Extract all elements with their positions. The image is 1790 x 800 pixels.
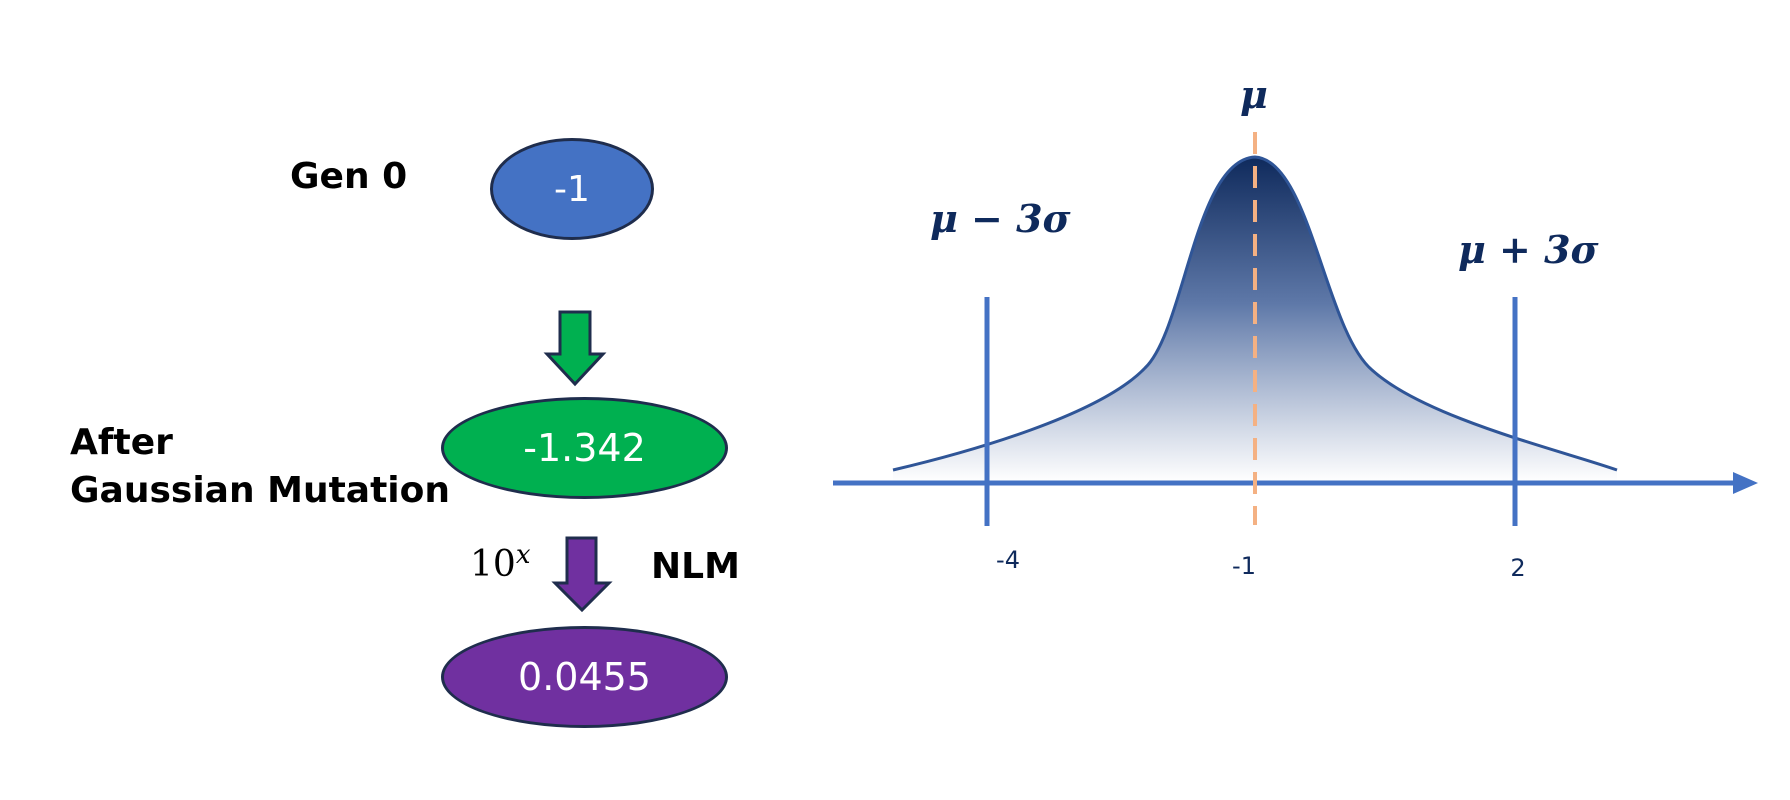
purple-down-arrow-icon bbox=[551, 536, 613, 613]
final-value-oval: 0.0455 bbox=[441, 626, 728, 728]
mu-minus-3sigma-label: μ − 3σ bbox=[930, 196, 1071, 241]
green-down-arrow-icon bbox=[543, 310, 607, 387]
right-arrow-icon bbox=[1733, 472, 1758, 494]
mutated-value: -1.342 bbox=[523, 426, 646, 470]
mutation-label-line2: Gaussian Mutation bbox=[70, 470, 450, 511]
tick-label-lower: -4 bbox=[996, 546, 1020, 574]
tick-label-upper: 2 bbox=[1510, 554, 1526, 582]
mu-plus-3sigma-label: μ + 3σ bbox=[1458, 227, 1599, 272]
nlm-label: NLM bbox=[651, 546, 740, 587]
transform-base: 10 bbox=[470, 544, 516, 585]
transform-label: 10x bbox=[470, 540, 530, 585]
tick-label-mean: -1 bbox=[1232, 552, 1256, 580]
mu-label: μ bbox=[1240, 72, 1268, 117]
transform-exponent: x bbox=[515, 540, 531, 570]
gen0-value: -1 bbox=[554, 168, 590, 210]
mutated-value-oval: -1.342 bbox=[441, 397, 728, 499]
gen0-value-oval: -1 bbox=[490, 138, 654, 240]
gen0-label: Gen 0 bbox=[290, 156, 408, 197]
final-value: 0.0455 bbox=[518, 655, 651, 699]
mutation-label-line1: After bbox=[70, 422, 173, 463]
bell-curve-outline bbox=[892, 155, 1618, 472]
